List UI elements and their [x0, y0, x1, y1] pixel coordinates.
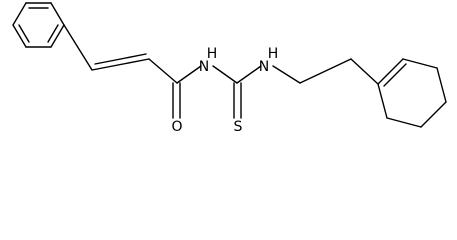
ethyl-linker — [299, 58, 379, 85]
bond — [176, 65, 202, 84]
bond — [63, 24, 93, 71]
bond — [12, 2, 27, 26]
thioamide-nitrogen-label: N — [259, 59, 269, 75]
bond — [350, 58, 379, 85]
bond — [436, 67, 447, 103]
bond — [236, 65, 262, 84]
double-bond-inner — [383, 63, 407, 87]
carbonyl-oxygen-label: O — [171, 119, 182, 135]
bond — [386, 117, 422, 128]
chemical-structure: O N H S N H — [12, 2, 447, 135]
amide-nh: N H — [176, 46, 238, 84]
bond — [148, 58, 178, 84]
bond — [377, 58, 404, 85]
bond — [402, 58, 438, 69]
bond — [420, 101, 447, 128]
bond — [272, 65, 301, 84]
thioamide-nh: N H — [236, 46, 301, 84]
bond — [50, 2, 65, 26]
vinyl-chain — [63, 24, 178, 84]
aromatic-bond — [47, 24, 59, 43]
thione-sulfur-label: S — [234, 119, 243, 135]
bond — [12, 24, 27, 48]
thiocarbonyl-group: S — [233, 82, 243, 135]
phenyl-ring — [12, 2, 65, 48]
bond — [212, 65, 238, 84]
thioamide-hydrogen-label: H — [268, 46, 279, 62]
cyclohexene-ring — [377, 58, 447, 128]
double-bond-inner — [94, 53, 147, 65]
bond — [377, 83, 388, 119]
aromatic-bond — [18, 24, 30, 43]
bond — [299, 58, 352, 84]
amide-hydrogen-label: H — [207, 46, 218, 62]
bond — [50, 24, 65, 48]
bond — [91, 58, 150, 71]
carbonyl-group: O — [171, 82, 183, 135]
amide-nitrogen-label: N — [199, 59, 209, 75]
